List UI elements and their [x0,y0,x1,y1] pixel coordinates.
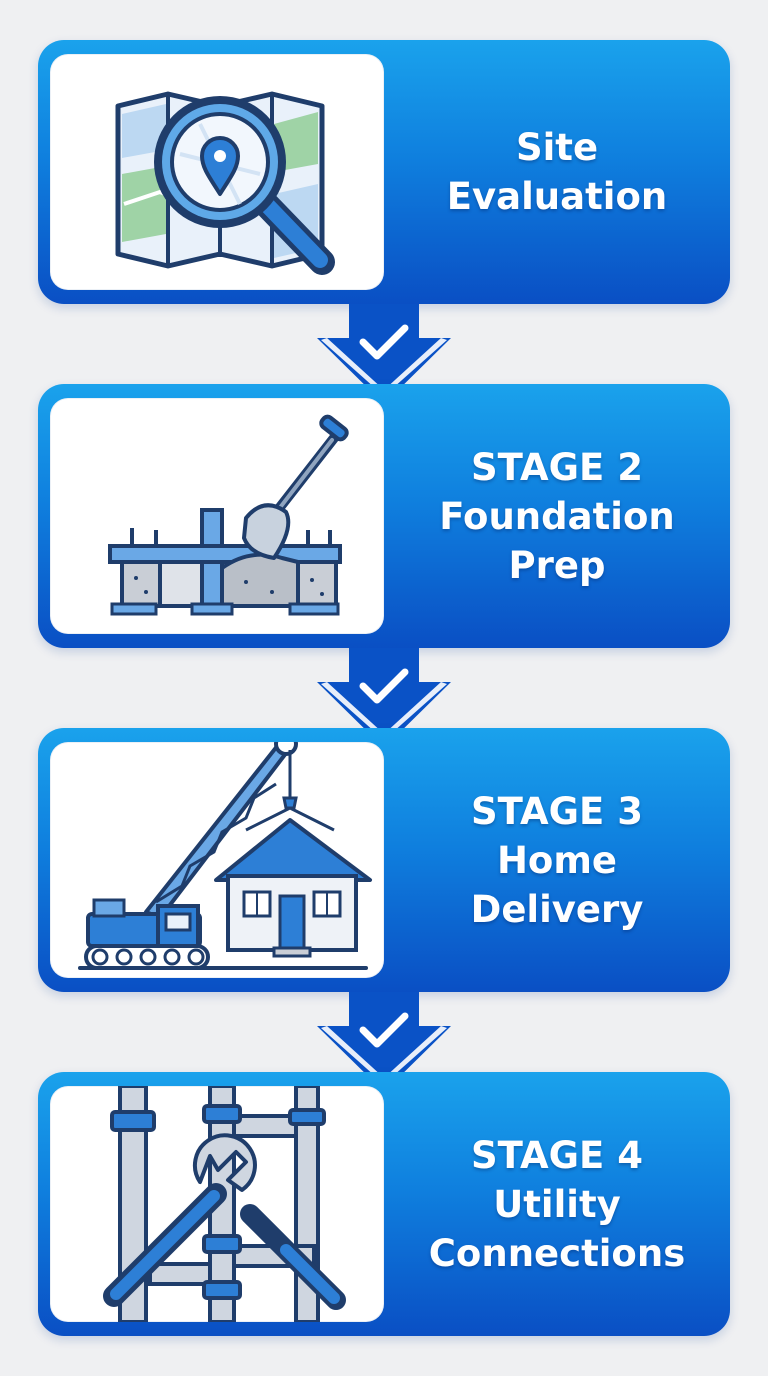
shovel-foundation-icon [108,414,349,616]
stage-label: STAGE 4 [471,1133,643,1177]
flow-connector [317,304,451,404]
stage-title: STAGE 3 Home Delivery [398,728,716,992]
flow-connector [317,992,451,1092]
stage-title: Site Evaluation [398,40,716,304]
stage-title-line1: Home [496,838,618,882]
stage-card-site-evaluation: Site Evaluation [38,40,730,304]
stage-title-line2: Connections [428,1231,686,1275]
icon-panel [50,742,384,978]
crane-house-icon [78,742,372,970]
stage-label: STAGE 3 [471,789,643,833]
flow-connector [317,648,451,748]
stage-title-line2: Evaluation [446,175,668,218]
map-magnifier-icon [115,91,335,275]
stage-title: STAGE 2 Foundation Prep [398,384,716,648]
stage-title-line1: Utility [493,1182,621,1226]
pipes-wrench-icon [103,1086,346,1322]
checkmark-icon [359,668,409,704]
stage-card-home-delivery: STAGE 3 Home Delivery [38,728,730,992]
stage-title-line1: Site [515,126,599,169]
stage-label: STAGE 2 [471,445,643,489]
stage-title-line2: Delivery [470,887,644,931]
stage-title-line1: Foundation [439,494,675,538]
checkmark-icon [359,1012,409,1048]
icon-panel [50,54,384,290]
icon-panel [50,1086,384,1322]
stage-card-utility-connections: STAGE 4 Utility Connections [38,1072,730,1336]
icon-panel [50,398,384,634]
checkmark-icon [359,324,409,360]
stage-title-line2: Prep [508,543,606,587]
stage-card-foundation-prep: STAGE 2 Foundation Prep [38,384,730,648]
stage-title: STAGE 4 Utility Connections [398,1072,716,1336]
